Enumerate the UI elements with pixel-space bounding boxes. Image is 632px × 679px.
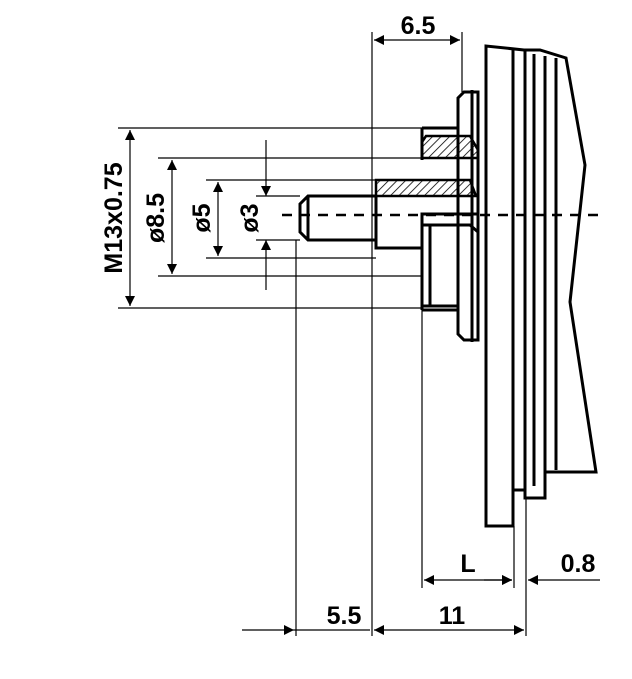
extension-lines bbox=[118, 32, 527, 636]
dimension-labels: 6.5 M13x0.75 ø8.5 ø5 ø3 L 0.8 5.5 11 bbox=[100, 12, 595, 630]
housing-body bbox=[484, 44, 598, 528]
label-0-8: 0.8 bbox=[561, 550, 596, 578]
shaft-pin bbox=[298, 194, 378, 242]
label-dia-5: ø5 bbox=[188, 203, 216, 232]
label-L: L bbox=[460, 550, 475, 578]
label-11: 11 bbox=[439, 602, 466, 630]
label-dia-3: ø3 bbox=[236, 203, 264, 232]
sleeve bbox=[374, 178, 480, 310]
label-thread: M13x0.75 bbox=[100, 162, 128, 273]
label-5-5: 5.5 bbox=[327, 602, 362, 630]
threaded-nut bbox=[420, 126, 480, 312]
label-dia-8-5: ø8.5 bbox=[142, 193, 170, 243]
label-6-5: 6.5 bbox=[401, 12, 436, 40]
dimension-lines bbox=[125, 35, 600, 635]
